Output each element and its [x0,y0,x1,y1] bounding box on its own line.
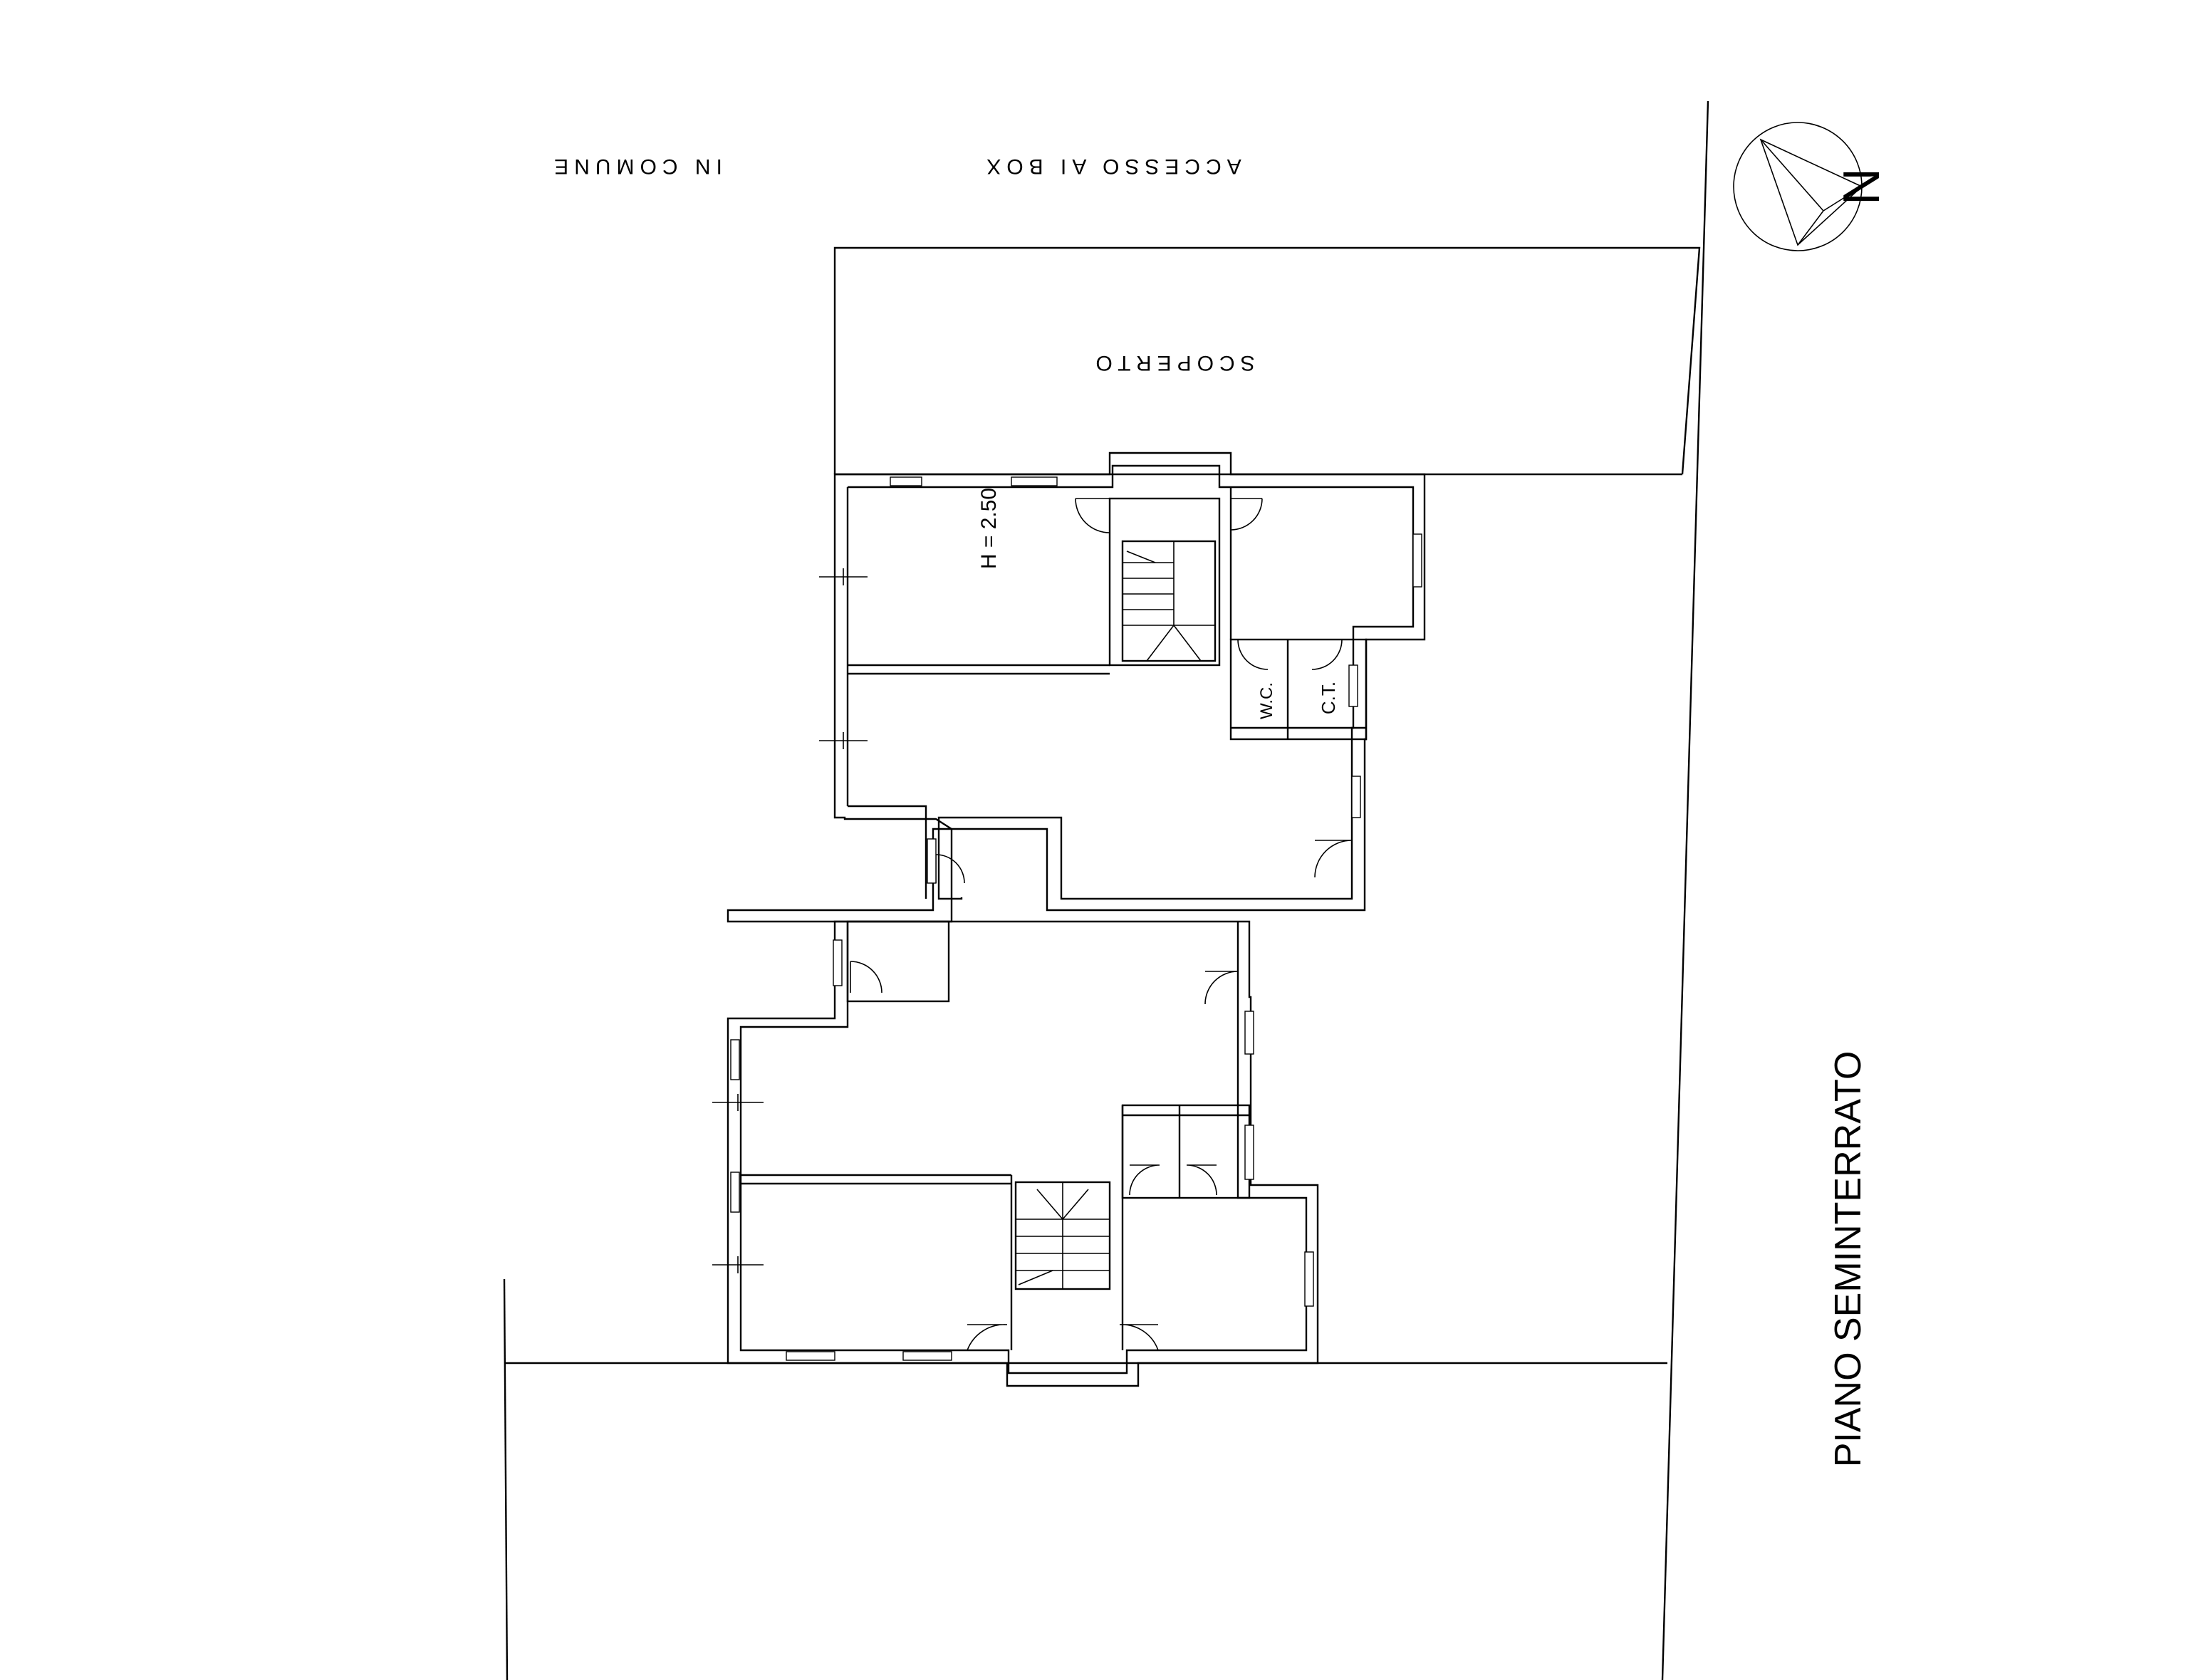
upper-southwest-notch [848,805,927,899]
west-property-line [503,1278,509,1680]
east-property-line [1661,100,1709,1680]
north-label: N [1833,168,1890,205]
lower-windows [730,939,1314,1361]
upper-stair-core [1108,497,1221,667]
compass-north-icon [1733,122,1863,251]
open-area-label: SCOPERTO [1090,351,1254,375]
lower-unit-inner-wall [739,922,1308,1374]
access-label-part2: IN COMUNE [548,155,722,178]
lower-section-marks [712,1094,764,1273]
site-boundaries [503,100,1709,1680]
lower-door-swings [850,961,1239,1351]
ct-label: C.T. [1318,682,1339,714]
lower-bath-block [1121,1104,1251,1199]
upper-stair-treads [1123,541,1215,662]
upper-unit [727,452,1426,923]
lower-unit [712,920,1319,1387]
lower-closet [846,920,950,1003]
height-label: H = 2.50 [977,488,1001,569]
upper-unit-outer-wall [727,452,1426,923]
upper-windows [890,476,1422,884]
upper-stair-inner [1121,540,1217,662]
wc-label: W.C. [1257,682,1276,719]
lower-stair-treads [1016,1182,1110,1289]
upper-door-swings [935,498,1353,884]
lower-unit-outer-wall [727,920,1319,1387]
upper-section-marks [819,568,868,749]
floor-title: PIANO SEMINTERRATO [1828,1051,1869,1468]
upper-service-block [1229,638,1368,741]
courtyard-boundary [833,246,1701,475]
access-label-part1: ACCESSO AI BOX [981,155,1241,178]
